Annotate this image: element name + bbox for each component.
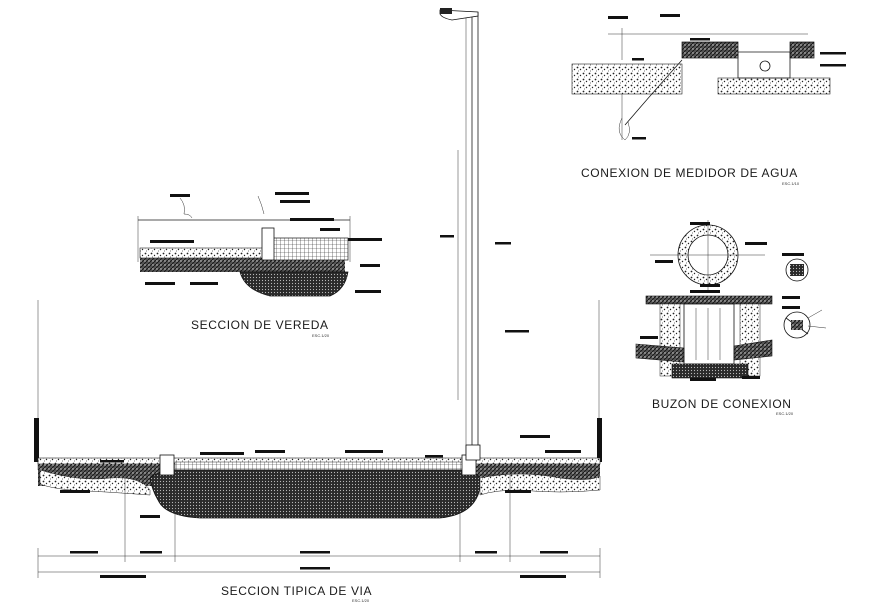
buzon-de-conexion bbox=[635, 220, 827, 381]
vereda-title: SECCION DE VEREDA bbox=[191, 318, 329, 332]
buzon-title: BUZON DE CONEXION bbox=[652, 397, 792, 411]
vereda-scale: ESC.1/20 bbox=[312, 333, 330, 338]
medidor-title: CONEXION DE MEDIDOR DE AGUA bbox=[581, 166, 798, 180]
via-title: SECCION TIPICA DE VIA bbox=[221, 584, 372, 598]
seccion-tipica-de-via bbox=[34, 8, 602, 578]
medidor-scale: ESC.1/10 bbox=[782, 181, 800, 186]
conexion-medidor-agua bbox=[571, 14, 846, 141]
buzon-scale: ESC.1/20 bbox=[776, 411, 794, 416]
seccion-de-vereda bbox=[137, 192, 382, 297]
via-scale: ESC.1/20 bbox=[352, 598, 370, 603]
